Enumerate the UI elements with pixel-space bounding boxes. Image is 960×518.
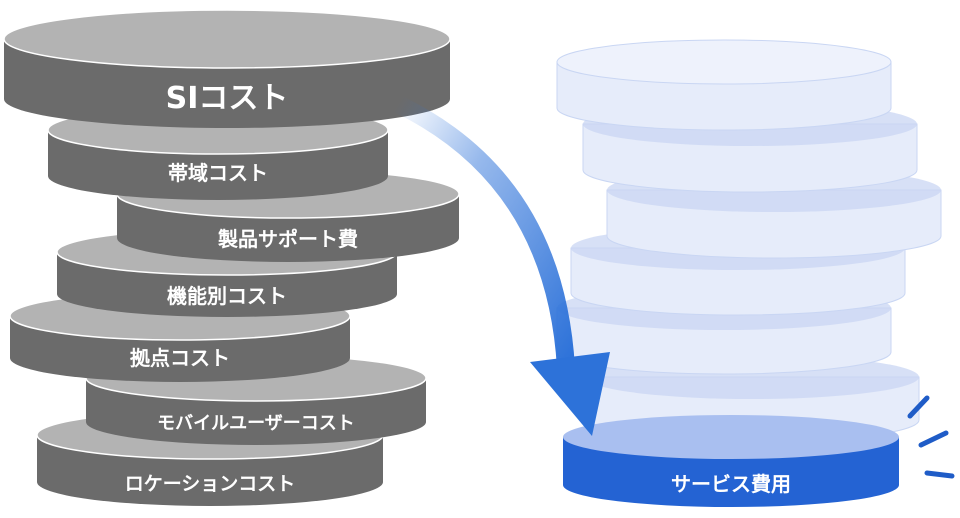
sparkle-icon xyxy=(907,395,955,479)
cost-disk-label: 製品サポート費 xyxy=(218,227,358,251)
transition-arrow xyxy=(394,95,610,436)
cost-disk-label: 帯域コスト xyxy=(168,161,268,185)
ghost-disk xyxy=(556,39,892,131)
service-cost-label: サービス費用 xyxy=(671,472,791,496)
cost-disk-label: モバイルユーザーコスト xyxy=(157,413,355,434)
service-cost-disk: サービス費用 xyxy=(563,415,899,507)
cost-disk-label: 拠点コスト xyxy=(130,346,230,370)
cost-disk-label: SIコスト xyxy=(166,81,289,116)
cost-disk-si: SIコスト xyxy=(3,9,451,128)
right-stack: サービス費用 xyxy=(556,39,955,507)
arrow-head-icon xyxy=(530,352,610,436)
cost-disk-label: 機能別コスト xyxy=(167,284,287,308)
cost-disk-label: ロケーションコスト xyxy=(125,473,296,495)
left-stack: ロケーションコスト モバイルユーザーコスト 拠点コスト 機能別コスト 製品サポー… xyxy=(3,9,460,506)
